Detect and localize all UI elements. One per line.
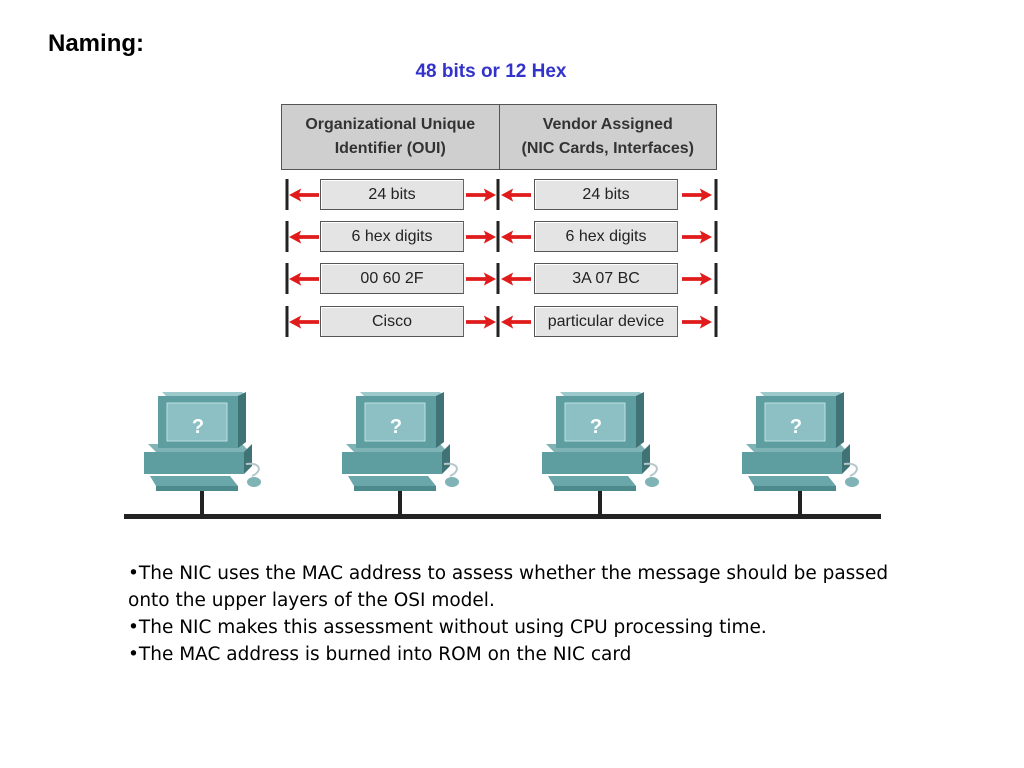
screen-label: ? <box>390 416 402 438</box>
bullet-list: •The NIC uses the MAC address to assess … <box>128 560 898 668</box>
red-arrow-icon <box>501 272 531 286</box>
vendor-row-hex-value: 3A 07 BC <box>534 263 678 294</box>
red-arrow-icon <box>289 272 319 286</box>
red-arrow-icon <box>289 315 319 329</box>
screen-label: ? <box>192 416 204 438</box>
red-arrow-icon <box>682 230 712 244</box>
network-bus <box>124 514 881 519</box>
red-arrow-icon <box>289 230 319 244</box>
red-arrow-icon <box>466 315 496 329</box>
red-arrow-icon <box>466 188 496 202</box>
red-arrow-icon <box>289 188 319 202</box>
oui-row-hex-digits: 6 hex digits <box>320 221 464 252</box>
red-arrow-icon <box>682 188 712 202</box>
vendor-header: Vendor Assigned (NIC Cards, Interfaces) <box>498 105 716 169</box>
mac-header-row: Organizational Unique Identifier (OUI) V… <box>281 104 717 170</box>
screen-label: ? <box>590 416 602 438</box>
page-title: Naming: <box>48 30 144 57</box>
vendor-row-hex-digits: 6 hex digits <box>534 221 678 252</box>
vendor-row-example: particular device <box>534 306 678 337</box>
oui-header-line-2: Identifier (OUI) <box>334 140 446 157</box>
red-arrow-icon <box>682 272 712 286</box>
bullet-item: •The MAC address is burned into ROM on t… <box>128 644 632 665</box>
bullet-item: •The NIC uses the MAC address to assess … <box>128 563 889 611</box>
oui-header-line-1: Organizational Unique <box>305 116 476 133</box>
computer-icon <box>741 391 860 518</box>
red-arrow-icon <box>682 315 712 329</box>
computer-icon <box>541 391 660 518</box>
oui-row-hex-value: 00 60 2F <box>320 263 464 294</box>
screen-label: ? <box>790 416 802 438</box>
red-arrow-icon <box>501 315 531 329</box>
red-arrow-icon <box>501 230 531 244</box>
bullet-item: •The NIC makes this assessment without u… <box>128 617 767 638</box>
computer-icon <box>143 391 262 518</box>
red-arrow-icon <box>466 230 496 244</box>
oui-row-bits: 24 bits <box>320 179 464 210</box>
red-arrow-icon <box>466 272 496 286</box>
oui-header: Organizational Unique Identifier (OUI) <box>282 105 499 169</box>
oui-row-example: Cisco <box>320 306 464 337</box>
diagram-subtitle: 48 bits or 12 Hex <box>415 61 567 82</box>
vendor-row-bits: 24 bits <box>534 179 678 210</box>
row-tick-marks <box>285 179 718 337</box>
red-arrow-icon <box>501 188 531 202</box>
computer-icon <box>341 391 460 518</box>
vendor-header-line-1: Vendor Assigned <box>542 116 673 133</box>
vendor-header-line-2: (NIC Cards, Interfaces) <box>521 140 695 157</box>
